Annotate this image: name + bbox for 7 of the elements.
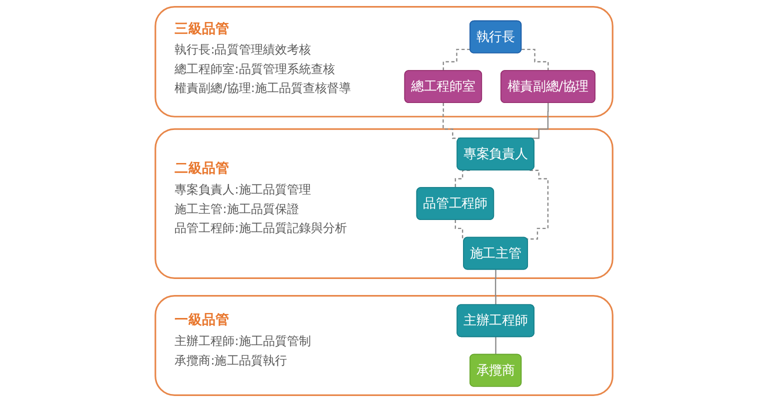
connector <box>495 336 497 356</box>
connector <box>442 48 470 72</box>
connector <box>522 48 549 72</box>
connector <box>526 170 549 240</box>
connector <box>494 269 497 306</box>
connector <box>530 102 549 139</box>
connector <box>454 170 470 189</box>
